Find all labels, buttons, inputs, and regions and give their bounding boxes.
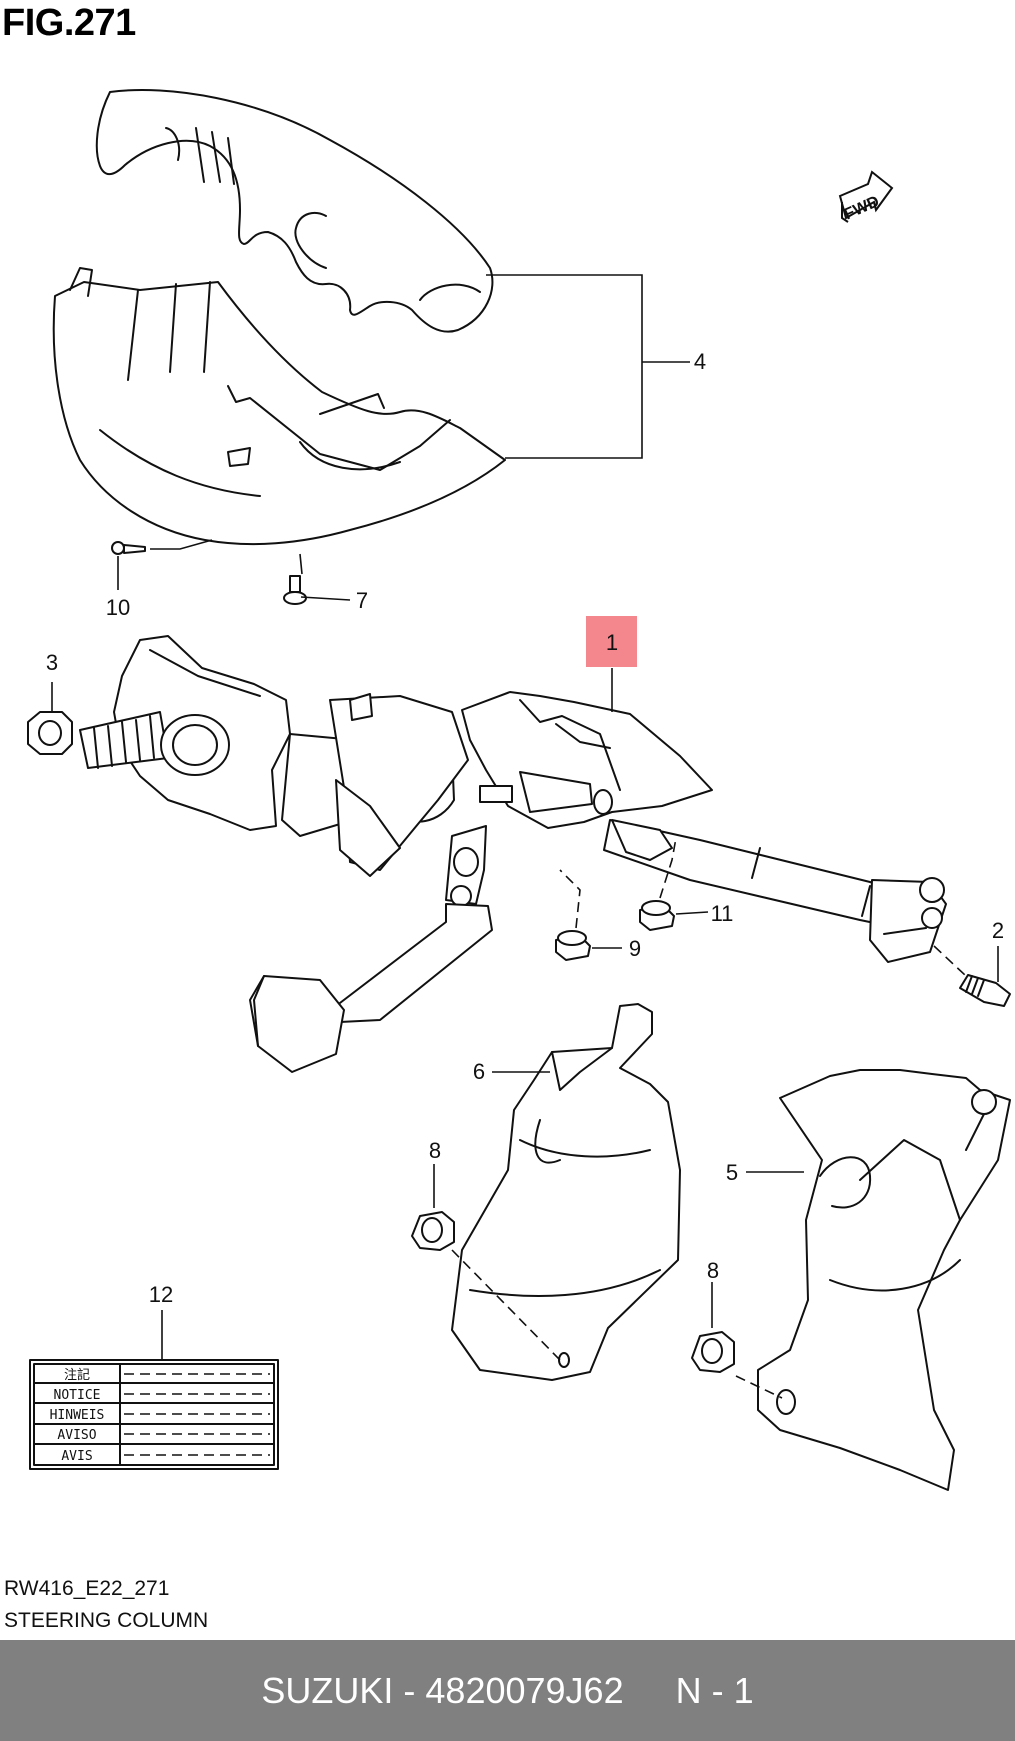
callout-6: 6 (473, 1059, 485, 1084)
callout-12: 12 (149, 1282, 173, 1307)
notice-row-5: AVIS (61, 1449, 92, 1464)
callout-7: 7 (356, 588, 368, 613)
column-cover-upper (97, 90, 493, 332)
screw-7 (284, 554, 350, 604)
bolt-2 (934, 946, 1010, 1006)
callout-9: 9 (629, 936, 641, 961)
notice-row-3: HINWEIS (50, 1408, 105, 1423)
clip-8-left (412, 1164, 560, 1360)
screw-10 (112, 540, 212, 590)
notice-row-1: 注記 (64, 1367, 90, 1383)
callout-8-left: 8 (429, 1138, 441, 1163)
section-name: STEERING COLUMN (4, 1609, 209, 1632)
notice-row-2: NOTICE (54, 1388, 101, 1403)
fwd-direction-badge: FWD (840, 172, 892, 223)
quantity-label: N - 1 (675, 1669, 754, 1711)
callout-bracket-4 (486, 275, 690, 458)
clip-8-right (692, 1282, 782, 1398)
column-cover-lower (54, 268, 505, 544)
diagram-footer: RW416_E22_271 STEERING COLUMN (4, 1573, 208, 1637)
figure-title: FIG.271 (2, 2, 136, 44)
steering-column-assembly (80, 636, 946, 1072)
brand-part-number: SUZUKI - 4820079J62 (261, 1669, 624, 1711)
diagram-code: RW416_E22_271 (4, 1577, 170, 1600)
callout-8-right: 8 (707, 1258, 719, 1283)
callout-4: 4 (694, 349, 706, 374)
lower-cover-6 (452, 1004, 680, 1380)
callout-10: 10 (106, 595, 130, 620)
nut-3 (28, 682, 72, 754)
callout-1: 1 (606, 630, 618, 655)
callout-1-highlight (586, 616, 637, 667)
notice-row-4: AVISO (57, 1428, 96, 1443)
callout-5: 5 (726, 1160, 738, 1185)
knee-cover-5 (746, 1070, 1010, 1490)
nut-11 (640, 838, 708, 930)
callout-11: 11 (711, 901, 734, 926)
callout-3: 3 (46, 650, 58, 675)
part-info-bar: SUZUKI - 4820079J62 N - 1 (0, 1640, 1015, 1741)
callout-2: 2 (992, 918, 1004, 943)
notice-label-12: 注記 NOTICE HINWEIS AVISO AVIS (30, 1310, 278, 1469)
steering-column-exploded-diagram: 注記 NOTICE HINWEIS AVISO AVIS FWD 1 2 3 4… (0, 0, 1015, 1640)
nut-9 (556, 870, 622, 960)
